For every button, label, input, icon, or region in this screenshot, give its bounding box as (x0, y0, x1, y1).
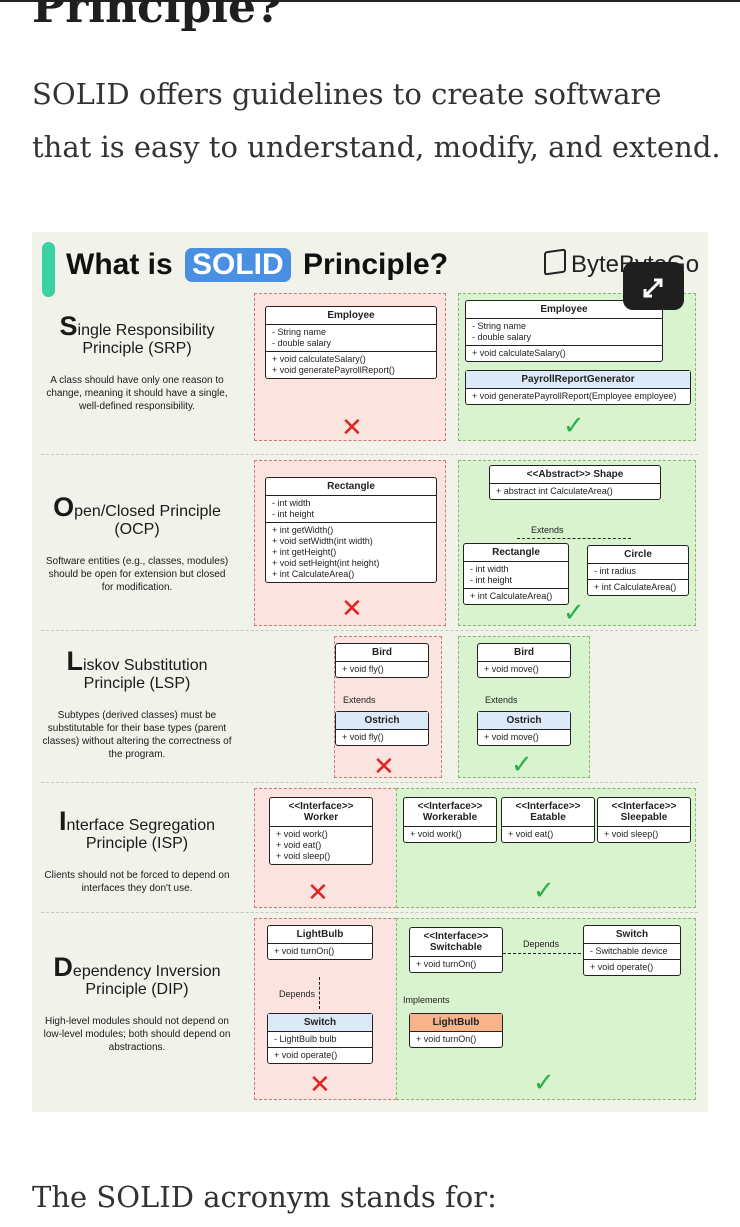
row-divider (41, 454, 698, 455)
extends-label: Extends (343, 695, 376, 705)
cross-mark-icon: ✕ (341, 412, 363, 442)
principle-ocp: Open/Closed Principle(OCP) Software enti… (32, 492, 242, 594)
intro-paragraph: SOLID offers guidelines to create softwa… (32, 77, 721, 164)
class-employee: Employee - String name- double salary + … (265, 306, 437, 379)
cross-mark-icon: ✕ (307, 877, 329, 907)
class-bird: Bird + void move() (477, 643, 571, 678)
class-bird: Bird + void fly() (335, 643, 429, 678)
row-divider (41, 912, 698, 913)
title-suffix: Principle? (303, 248, 449, 281)
class-rectangle: Rectangle - int width- int height + int … (463, 543, 569, 605)
expand-arrows-icon (643, 278, 663, 298)
lsp-bad-example: Bird + void fly() Extends Ostrich + void… (334, 636, 442, 781)
isp-good-example: <<Interface>> Workerable + void work() <… (396, 788, 696, 908)
infographic-title: What is SOLID Principle? (66, 248, 448, 282)
outro-paragraph: The SOLID acronym stands for: (32, 1180, 497, 1214)
interface-sleepable: <<Interface>> Sleepable + void sleep() (597, 797, 691, 843)
extends-label: Extends (485, 695, 518, 705)
check-mark-icon: ✓ (563, 597, 585, 627)
cross-mark-icon: ✕ (309, 1069, 331, 1099)
srp-good-example: Employee - String name- double salary + … (458, 293, 696, 441)
class-employee: Employee - String name- double salary + … (465, 300, 663, 362)
check-mark-icon: ✓ (563, 410, 585, 440)
principle-ocp-description: Software entities (e.g., classes, module… (45, 556, 229, 593)
depends-connector (503, 953, 581, 954)
row-ocp: Open/Closed Principle(OCP) Software enti… (32, 454, 708, 630)
ocp-bad-example: Rectangle - int width- int height + int … (254, 460, 446, 626)
check-mark-icon: ✓ (511, 749, 533, 779)
title-highlight: SOLID (185, 248, 291, 282)
depends-label: Depends (279, 989, 316, 999)
principle-srp-description: A class should have only one reason to c… (46, 375, 228, 412)
implements-label: Implements (403, 995, 450, 1005)
principle-dip-description: High-level modules should not depend on … (43, 1016, 231, 1053)
title-prefix: What is (66, 248, 173, 281)
class-switch: Switch - Switchable device + void operat… (583, 925, 681, 976)
interface-workerable: <<Interface>> Workerable + void work() (403, 797, 497, 843)
class-switch: Switch - LightBulb bulb + void operate() (267, 1013, 373, 1064)
row-divider (41, 630, 698, 631)
dip-good-example: <<Interface>> Switchable + void turnOn()… (396, 918, 696, 1100)
principle-isp-description: Clients should not be forced to depend o… (44, 870, 230, 894)
lsp-good-example: Bird + void move() Extends Ostrich + voi… (458, 636, 590, 779)
principle-lsp-description: Subtypes (derived classes) must be subst… (42, 710, 232, 760)
top-divider (0, 0, 740, 2)
principle-ocp-name: Open/Closed Principle(OCP) (53, 492, 221, 539)
cross-mark-icon: ✕ (341, 593, 363, 623)
srp-bad-example: Employee - String name- double salary + … (254, 293, 446, 442)
class-lightbulb: LightBulb + void turnOn() (267, 925, 373, 960)
class-circle: Circle - int radius + int CalculateArea(… (587, 545, 689, 596)
interface-switchable: <<Interface>> Switchable + void turnOn() (409, 927, 503, 973)
depends-label: Depends (523, 939, 560, 949)
cross-mark-icon: ✕ (373, 751, 395, 781)
accent-bar (42, 242, 55, 297)
class-lightbulb: LightBulb + void turnOn() (409, 1013, 503, 1048)
extends-connector (517, 538, 631, 539)
class-ostrich: Ostrich + void move() (477, 711, 571, 746)
infographic-header: What is SOLID Principle? ByteByteGo (32, 232, 708, 297)
extends-label: Extends (531, 525, 564, 535)
class-rectangle: Rectangle - int width- int height + int … (265, 477, 437, 583)
row-divider (41, 782, 698, 783)
solid-infographic: What is SOLID Principle? ByteByteGo Sing… (32, 232, 708, 1112)
check-mark-icon: ✓ (533, 875, 555, 905)
interface-worker: <<Interface>> Worker + void work()+ void… (269, 797, 373, 865)
class-abstract-shape: <<Abstract>> Shape + abstract int Calcul… (489, 465, 661, 500)
brand-mark-icon (544, 248, 566, 276)
ocp-good-example: <<Abstract>> Shape + abstract int Calcul… (458, 460, 696, 627)
class-payroll-report-generator: PayrollReportGenerator + void generatePa… (465, 370, 691, 405)
expand-image-button[interactable] (623, 262, 684, 310)
depends-connector (319, 977, 320, 1009)
check-mark-icon: ✓ (533, 1067, 555, 1097)
class-ostrich: Ostrich + void fly() (335, 711, 429, 746)
interface-eatable: <<Interface>> Eatable + void eat() (501, 797, 595, 843)
section-heading-partial: Principle? (32, 0, 282, 33)
